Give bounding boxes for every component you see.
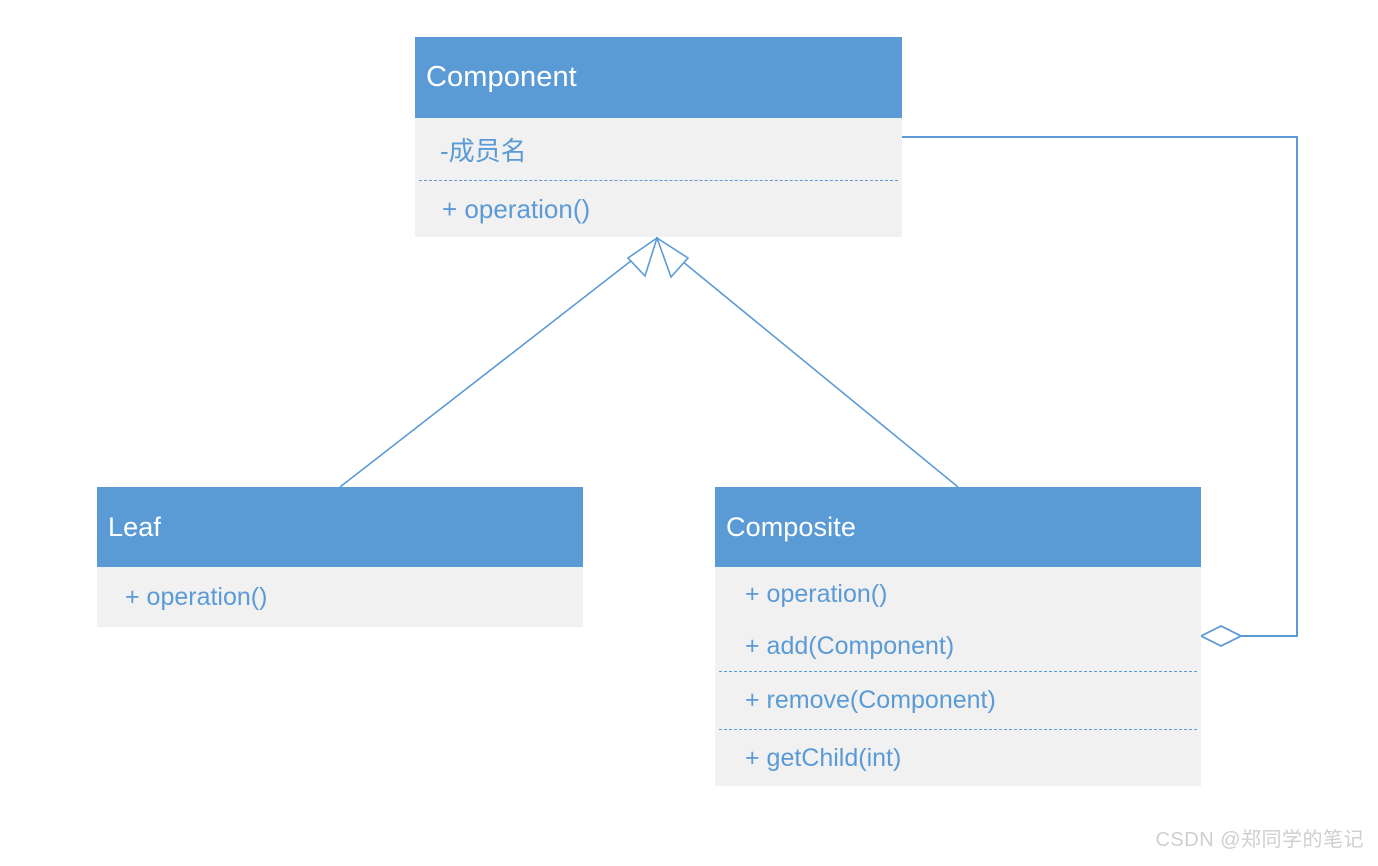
class-section-separator xyxy=(719,729,1197,730)
class-name-component: Component xyxy=(426,61,577,93)
class-section-separator xyxy=(719,671,1197,672)
class-section-separator xyxy=(419,180,898,181)
hollow-triangle-arrowhead-leaf xyxy=(626,236,659,278)
hollow-triangle-arrowhead-composite xyxy=(655,236,690,279)
class-operation-row: + operation() xyxy=(442,193,591,224)
class-body-leaf: + operation() xyxy=(97,567,583,627)
class-name-leaf: Leaf xyxy=(108,511,161,542)
class-box-leaf[interactable]: Leaf + operation() xyxy=(97,487,583,627)
generalization-composite-line xyxy=(670,251,959,488)
class-operation-row: + getChild(int) xyxy=(745,743,902,772)
generalization-leaf-line xyxy=(339,249,646,488)
watermark-text: CSDN @郑同学的笔记 xyxy=(1155,829,1364,851)
class-operation-row: + operation() xyxy=(745,580,888,608)
class-name-composite: Composite xyxy=(726,511,856,542)
class-body-component: -成员名 + operation() xyxy=(415,118,902,237)
class-operation-row: + remove(Component) xyxy=(745,686,996,714)
class-operation-row: + add(Component) xyxy=(745,632,955,660)
class-header-composite: Composite xyxy=(715,487,1201,567)
class-attribute-row: -成员名 xyxy=(440,135,527,166)
hollow-diamond-arrowhead xyxy=(1198,624,1244,648)
generalization-composite-to-component xyxy=(655,236,959,488)
class-operation-row: + operation() xyxy=(125,582,268,611)
class-box-composite[interactable]: Composite + operation() + add(Component)… xyxy=(715,487,1201,786)
class-header-leaf: Leaf xyxy=(97,487,583,567)
class-box-component[interactable]: Component -成员名 + operation() xyxy=(415,37,902,237)
generalization-leaf-to-component xyxy=(339,236,659,488)
class-body-composite: + operation() + add(Component) + remove(… xyxy=(715,567,1201,786)
class-header-component: Component xyxy=(415,37,902,118)
